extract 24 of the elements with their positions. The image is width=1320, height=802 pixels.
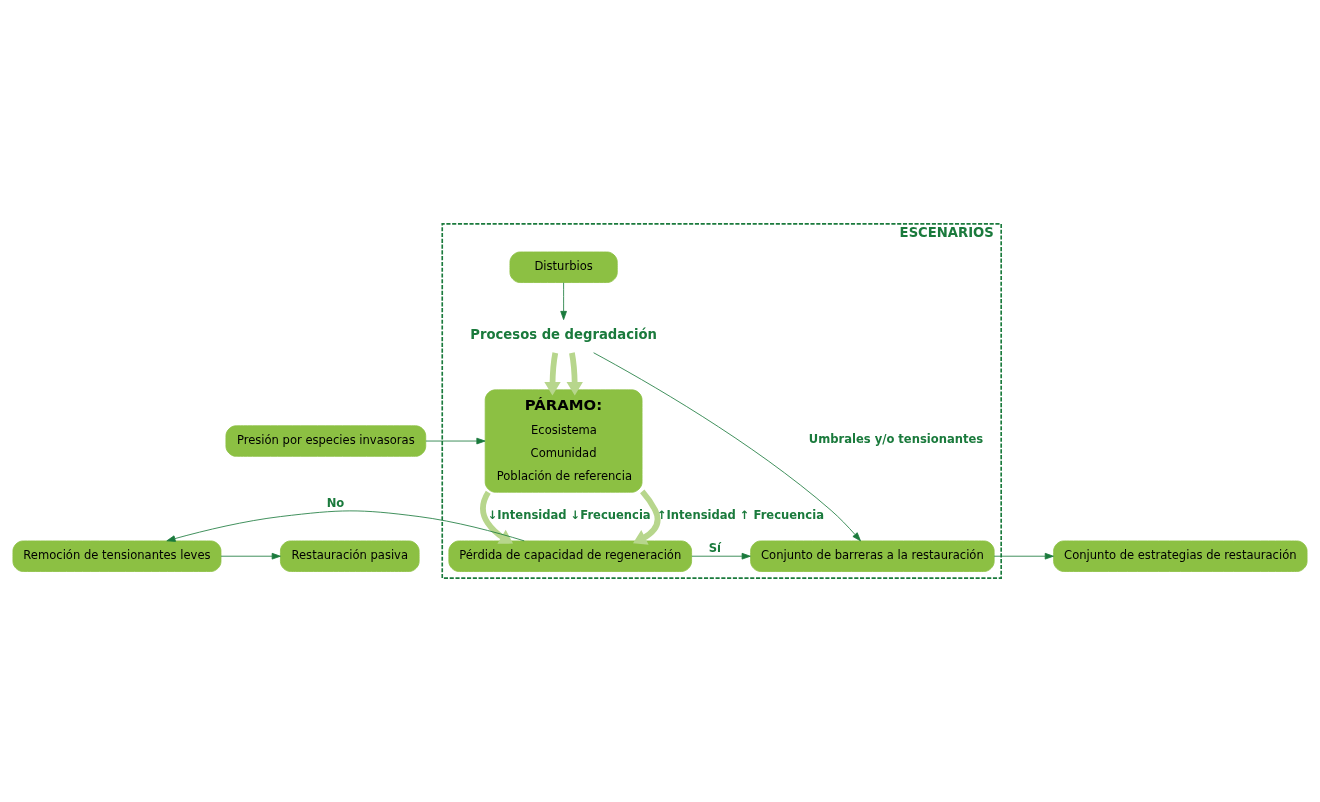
edge-label: ↑Intensidad ↑ Frecuencia (656, 507, 824, 522)
node-box: Restauración pasiva (280, 540, 420, 572)
node-box: Remoción de tensionantes leves (12, 540, 222, 572)
arrow (633, 489, 661, 545)
edge-label: No (326, 495, 345, 510)
node-box: Disturbios (509, 251, 618, 283)
node-box: Conjunto de estrategias de restauración (1053, 540, 1308, 572)
arrow (425, 437, 486, 445)
node-box: Conjunto de barreras a la restauración (750, 540, 995, 572)
arrow (566, 352, 583, 396)
edge-label: ↓Intensidad ↓Frecuencia (487, 507, 651, 522)
arrow (593, 352, 861, 542)
arrow (220, 552, 281, 560)
node-box: Pérdida de capacidad de regeneración (448, 540, 692, 572)
edge-label: Sí (708, 541, 722, 556)
node-text: Procesos de degradación (470, 326, 657, 342)
edge-label: Umbrales y/o tensionantes (808, 432, 984, 447)
node-box: PÁRAMO: Ecosistema Comunidad Población de referencia (484, 389, 643, 493)
arrow (993, 552, 1054, 560)
arrow (166, 510, 525, 542)
arrow (691, 552, 751, 560)
arrow (544, 352, 561, 396)
node-box: Presión por especies invasoras (225, 425, 427, 457)
arrow (560, 282, 567, 321)
